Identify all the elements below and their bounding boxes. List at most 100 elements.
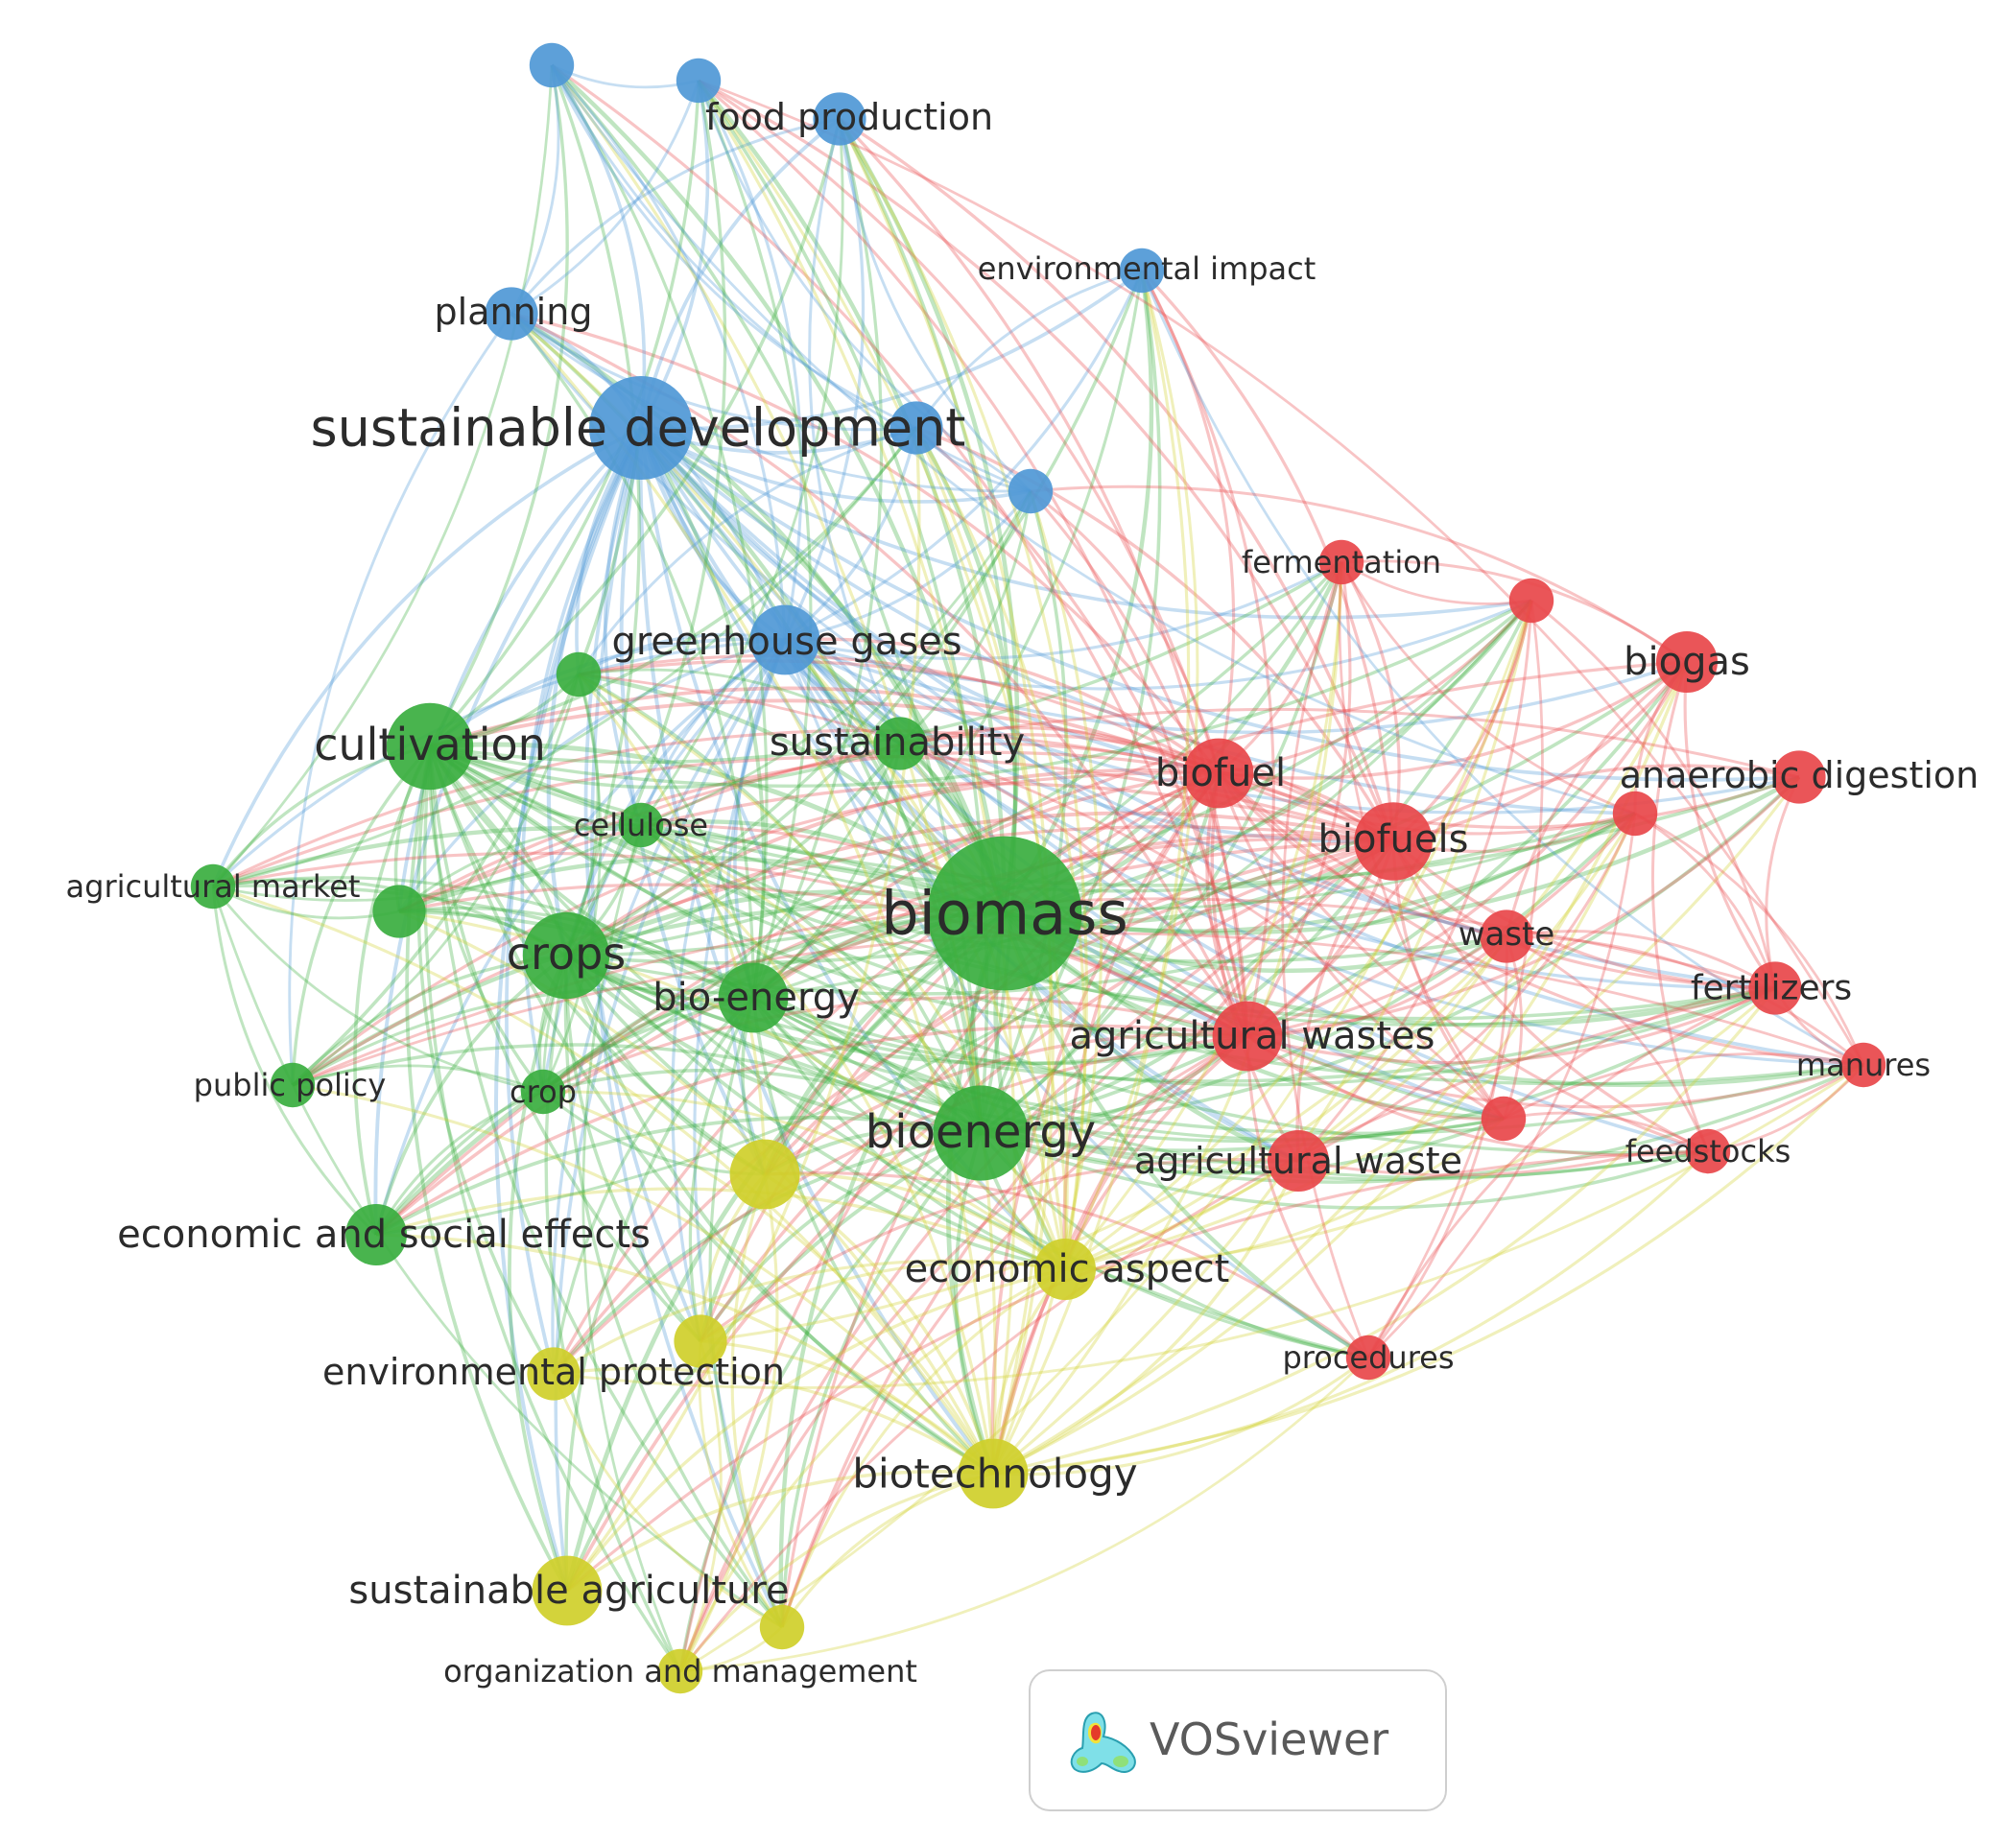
node-u5[interactable]	[1508, 578, 1554, 624]
link	[733, 639, 787, 999]
link	[1340, 561, 1636, 815]
node-greenhouse-gases[interactable]	[749, 604, 820, 675]
node-anaerobic-digestion[interactable]	[1772, 750, 1826, 804]
node-u10[interactable]	[729, 1139, 800, 1210]
link	[678, 1472, 994, 1672]
link	[564, 955, 994, 1476]
label-crops: crops	[507, 928, 627, 980]
label-anaerobic-digestion: anaerobic digestion	[1620, 754, 1980, 796]
node-biomass[interactable]	[927, 836, 1082, 991]
link	[980, 1117, 1505, 1175]
node-u9[interactable]	[372, 885, 426, 938]
node-feedstocks[interactable]	[1685, 1128, 1731, 1174]
link	[751, 118, 884, 999]
node-fermentation[interactable]	[1318, 539, 1364, 585]
node-u3[interactable]	[889, 401, 943, 455]
node-bio-energy[interactable]	[718, 962, 789, 1033]
link	[510, 312, 917, 432]
node-u12[interactable]	[759, 1604, 805, 1650]
link	[1391, 840, 1506, 1121]
node-economic-and-social-effects[interactable]	[345, 1204, 407, 1265]
link	[1003, 270, 1154, 915]
link	[553, 1063, 1864, 1390]
link	[991, 490, 1103, 1475]
link	[700, 1261, 1066, 1343]
link	[678, 1034, 1248, 1672]
link	[510, 64, 560, 315]
link	[565, 427, 921, 1592]
node-u7[interactable]	[1481, 1096, 1527, 1142]
link	[751, 997, 1066, 1271]
node-sustainable-agriculture[interactable]	[532, 1555, 603, 1626]
node-u1[interactable]	[529, 42, 575, 88]
node-organization-and-management[interactable]	[657, 1648, 703, 1694]
link	[640, 269, 1144, 431]
link	[1003, 911, 1864, 1088]
node-procedures[interactable]	[1345, 1335, 1391, 1381]
link	[1683, 661, 1777, 989]
node-u11[interactable]	[674, 1314, 727, 1368]
link	[375, 1024, 1248, 1237]
link	[640, 426, 1532, 620]
label-cellulose: cellulose	[574, 807, 708, 843]
link	[639, 427, 1248, 1038]
node-biotechnology[interactable]	[958, 1438, 1029, 1509]
node-u8[interactable]	[556, 651, 602, 697]
node-agricultural-market[interactable]	[190, 863, 236, 910]
link	[578, 659, 1394, 843]
node-fertilizers[interactable]	[1748, 961, 1802, 1015]
link	[699, 771, 1220, 1342]
link	[1004, 812, 1637, 933]
link	[764, 1171, 1369, 1359]
link	[698, 79, 1221, 774]
link	[752, 599, 1533, 1000]
node-biofuels[interactable]	[1354, 802, 1433, 881]
node-manures[interactable]	[1840, 1042, 1886, 1088]
link	[640, 823, 983, 1134]
label-procedures: procedures	[1282, 1339, 1454, 1376]
node-crop[interactable]	[520, 1069, 566, 1115]
link	[678, 986, 1776, 1672]
node-waste[interactable]	[1480, 910, 1533, 963]
node-economic-aspect[interactable]	[1034, 1239, 1096, 1300]
node-public-policy[interactable]	[270, 1062, 316, 1108]
node-environmental-impact[interactable]	[1119, 248, 1165, 294]
link	[550, 64, 1636, 815]
node-sustainability[interactable]	[873, 717, 927, 770]
link	[899, 733, 1394, 843]
link	[991, 1034, 1249, 1475]
node-bioenergy[interactable]	[933, 1085, 1029, 1181]
link	[429, 742, 901, 790]
link	[578, 673, 983, 1134]
node-crops[interactable]	[522, 911, 610, 1000]
link	[1503, 1111, 1709, 1153]
link	[1246, 1034, 1864, 1109]
node-biogas[interactable]	[1656, 631, 1718, 693]
node-u4[interactable]	[1008, 468, 1054, 514]
label-feedstocks: feedstocks	[1625, 1133, 1791, 1170]
link	[1210, 772, 1300, 1162]
link	[700, 934, 1508, 1343]
link	[211, 886, 378, 1237]
node-cultivation[interactable]	[386, 702, 474, 791]
link	[639, 426, 1220, 775]
link	[639, 426, 766, 999]
link	[698, 1340, 784, 1628]
link	[292, 771, 1220, 1087]
node-u2[interactable]	[676, 58, 722, 104]
node-cellulose[interactable]	[618, 802, 664, 848]
node-planning[interactable]	[485, 287, 538, 341]
node-sustainable-development[interactable]	[589, 376, 693, 480]
node-food-production[interactable]	[813, 92, 866, 146]
link	[1004, 599, 1533, 916]
link	[1004, 775, 1801, 935]
link	[422, 745, 682, 1672]
link	[1391, 839, 1776, 990]
node-u6[interactable]	[1612, 791, 1658, 837]
link	[979, 772, 1221, 1135]
node-environmental-protection[interactable]	[527, 1347, 581, 1401]
node-agricultural-waste[interactable]	[1268, 1130, 1329, 1192]
link	[992, 1160, 1300, 1476]
node-agricultural-wastes[interactable]	[1212, 1001, 1283, 1072]
node-biofuel[interactable]	[1183, 738, 1254, 809]
